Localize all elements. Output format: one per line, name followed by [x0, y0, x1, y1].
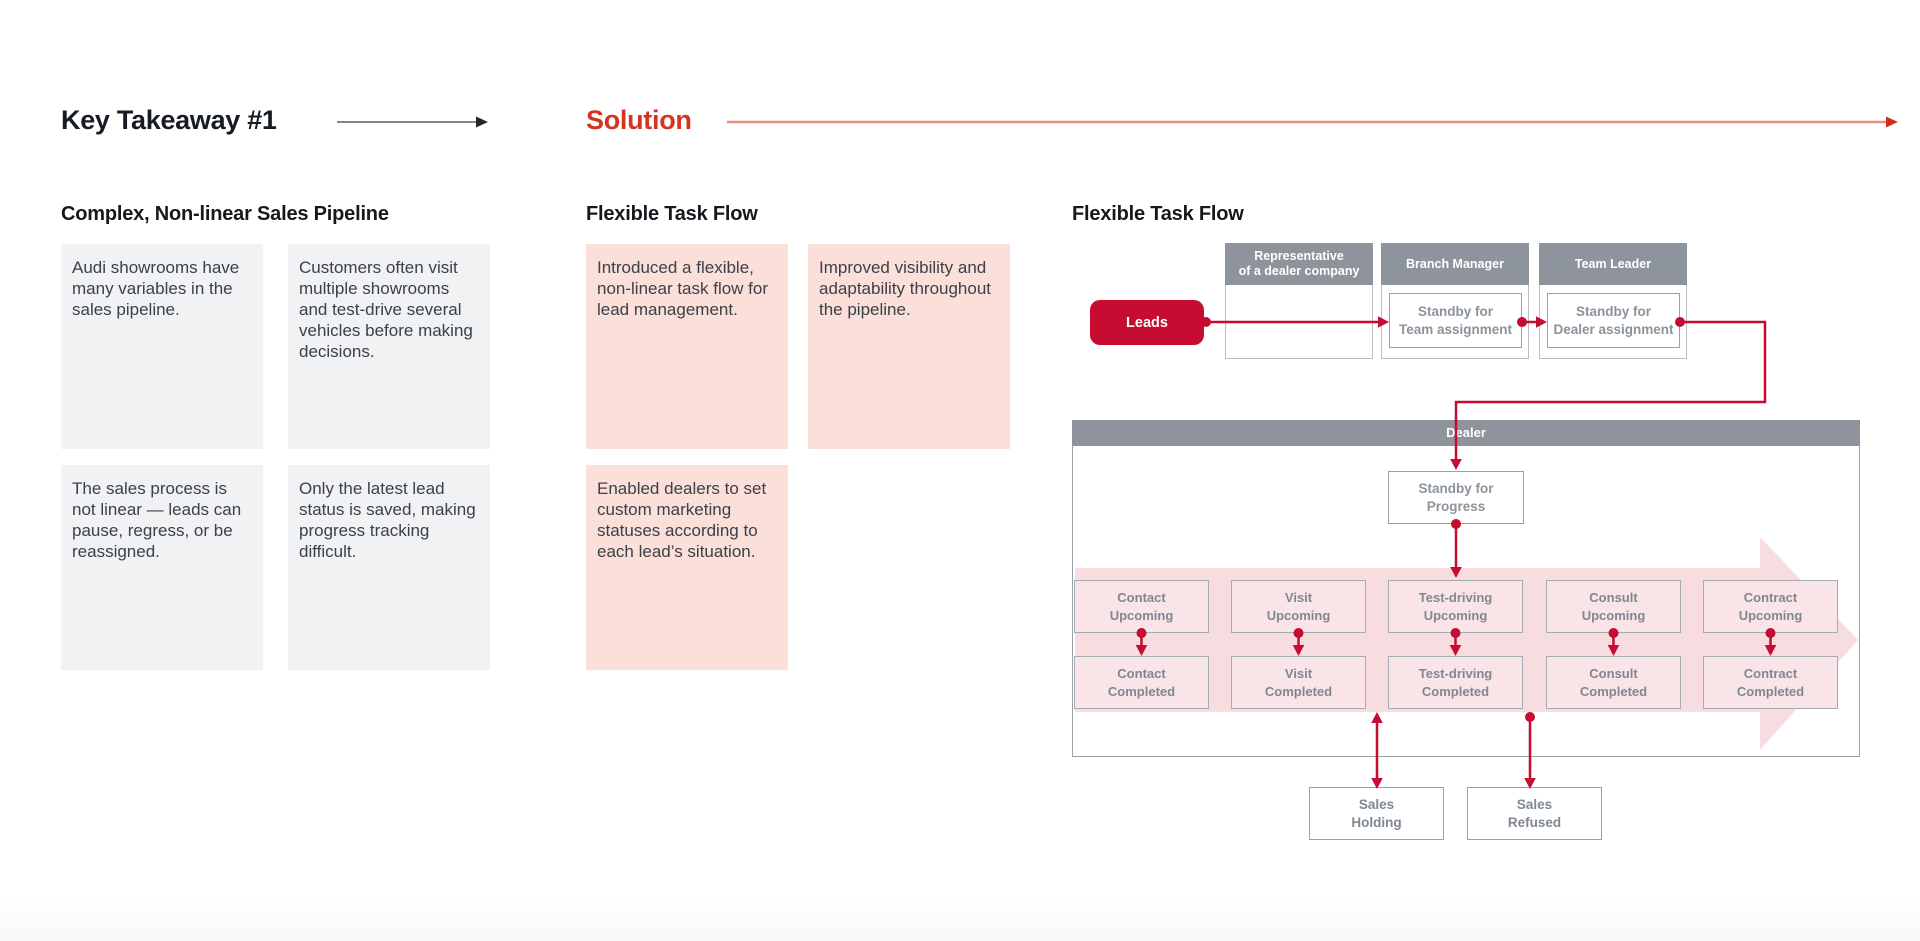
stage-label: Visit: [1284, 665, 1313, 681]
solution-card: Improved visibility and adaptability thr…: [808, 244, 1010, 449]
stage-label: Test-driving: [1418, 589, 1493, 605]
pipeline-box-consult-completed: Consult Completed: [1546, 656, 1681, 709]
arrowhead-right-icon: [476, 116, 488, 128]
status-label: Completed: [1579, 683, 1648, 699]
role-header: Team Leader: [1539, 243, 1687, 285]
pipeline-box-consult-upcoming: Consult Upcoming: [1546, 580, 1681, 633]
node-label-line2: Progress: [1426, 498, 1486, 514]
role-header: Branch Manager: [1381, 243, 1529, 285]
stage-label: Test-driving: [1418, 665, 1493, 681]
pipeline-box-contact-completed: Contact Completed: [1074, 656, 1209, 709]
problem-card: Audi showrooms have many variables in th…: [61, 244, 263, 449]
sales-refused-node: Sales Refused: [1467, 787, 1602, 840]
node-label-line1: Standby for: [1418, 480, 1494, 496]
node-label-line1: Standby for: [1417, 303, 1493, 319]
stage-label: Consult: [1589, 589, 1638, 605]
solution-heading: Flexible Task Flow: [586, 203, 758, 225]
leads-node: Leads: [1090, 300, 1204, 345]
node-label-line2: Team assignment: [1398, 321, 1513, 337]
arrowhead-right-icon: [1886, 116, 1898, 128]
diagram-heading: Flexible Task Flow: [1072, 203, 1244, 225]
problem-heading: Complex, Non-linear Sales Pipeline: [61, 203, 389, 225]
node-label-line2: Dealer assignment: [1553, 321, 1674, 337]
role-label-line2: of a dealer company: [1238, 264, 1360, 278]
role-header: Representative of a dealer company: [1225, 243, 1373, 285]
stage-label: Visit: [1284, 589, 1313, 605]
sales-holding-node: Sales Holding: [1309, 787, 1444, 840]
pipeline-box-visit-completed: Visit Completed: [1231, 656, 1366, 709]
pipeline-box-contract-upcoming: Contract Upcoming: [1703, 580, 1838, 633]
role-body: [1225, 285, 1373, 359]
standby-dealer-assignment-node: Standby for Dealer assignment: [1547, 293, 1680, 348]
standby-team-assignment-node: Standby for Team assignment: [1389, 293, 1522, 348]
pipeline-box-visit-upcoming: Visit Upcoming: [1231, 580, 1366, 633]
pipeline-box-test-driving-completed: Test-driving Completed: [1388, 656, 1523, 709]
pipeline-box-contract-completed: Contract Completed: [1703, 656, 1838, 709]
dealer-lane-header: Dealer: [1072, 420, 1860, 446]
stage-label: Contact: [1117, 665, 1166, 681]
node-label-line2: Holding: [1351, 814, 1402, 830]
node-label-line1: Standby for: [1575, 303, 1651, 319]
stage-label: Contract: [1743, 665, 1798, 681]
pipeline-box-test-driving-upcoming: Test-driving Upcoming: [1388, 580, 1523, 633]
left-title: Key Takeaway #1: [61, 105, 277, 135]
stage-label: Contract: [1743, 589, 1798, 605]
status-label: Upcoming: [1738, 607, 1803, 623]
node-label-line2: Refused: [1507, 814, 1562, 830]
role-label-line1: Team Leader: [1574, 256, 1652, 271]
node-label-line1: Sales: [1516, 796, 1553, 812]
standby-progress-node: Standby for Progress: [1388, 471, 1524, 524]
role-label-line1: Representative: [1254, 249, 1344, 263]
status-label: Upcoming: [1266, 607, 1331, 623]
status-label: Completed: [1264, 683, 1333, 699]
role-column-representative: Representative of a dealer company: [1225, 243, 1373, 359]
status-label: Completed: [1736, 683, 1805, 699]
role-label-line1: Branch Manager: [1406, 256, 1504, 271]
status-label: Upcoming: [1109, 607, 1174, 623]
problem-card: Only the latest lead status is saved, ma…: [288, 465, 490, 670]
status-label: Completed: [1107, 683, 1176, 699]
solution-card: Introduced a flexible, non-linear task f…: [586, 244, 788, 449]
pipeline-box-contact-upcoming: Contact Upcoming: [1074, 580, 1209, 633]
problem-card: Customers often visit multiple showrooms…: [288, 244, 490, 449]
status-label: Upcoming: [1423, 607, 1488, 623]
right-title: Solution: [586, 105, 692, 135]
left-title-rule: [337, 116, 488, 128]
solution-card: Enabled dealers to set custom marketing …: [586, 465, 788, 670]
problem-card: The sales process is not linear — leads …: [61, 465, 263, 670]
status-label: Completed: [1421, 683, 1490, 699]
right-title-rule: [727, 116, 1898, 128]
node-label-line1: Sales: [1358, 796, 1395, 812]
stage-label: Contact: [1117, 589, 1166, 605]
status-label: Upcoming: [1581, 607, 1646, 623]
stage-label: Consult: [1589, 665, 1638, 681]
dealer-lane-body: [1072, 446, 1860, 757]
